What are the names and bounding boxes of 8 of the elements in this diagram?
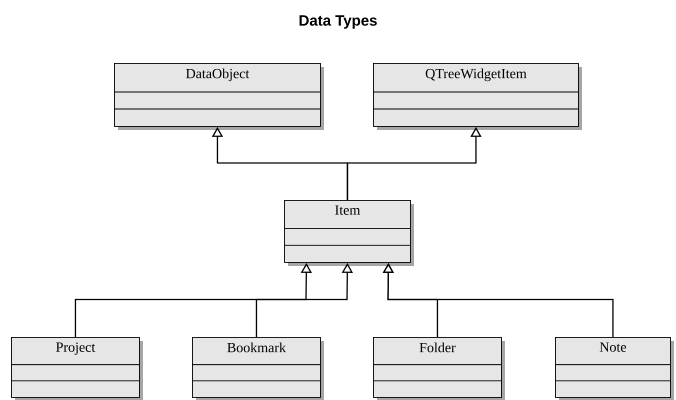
class-box: Bookmark — [192, 337, 324, 400]
class-box: Project — [10, 337, 143, 400]
class-box: DataObject — [114, 63, 324, 130]
class-box: Folder — [372, 337, 505, 400]
class-box: Item — [284, 200, 414, 266]
class-box: Note — [554, 337, 674, 400]
title: Data Types — [300, 15, 377, 29]
class-box: QTreeWidgetItem — [372, 63, 582, 130]
